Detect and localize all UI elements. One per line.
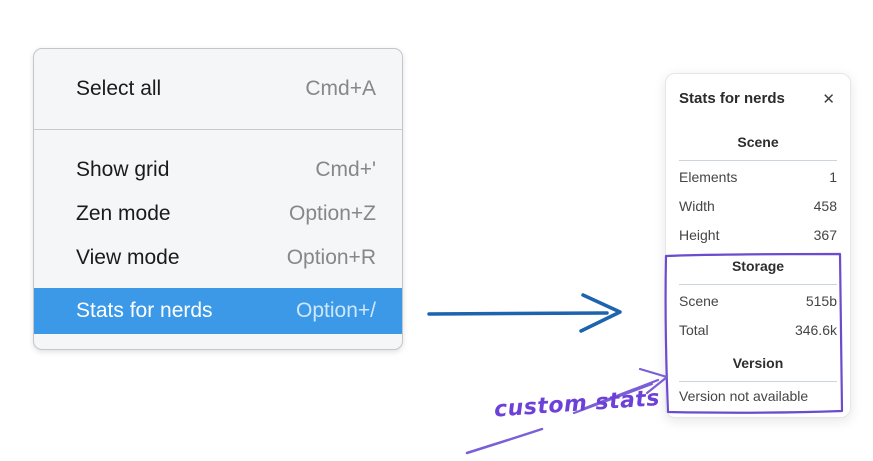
stat-row-width: Width 458 bbox=[679, 192, 837, 221]
stat-label: Width bbox=[679, 198, 715, 214]
stat-value: 346.6k bbox=[794, 322, 837, 338]
menu-item-shortcut: Cmd+A bbox=[305, 77, 376, 100]
stat-value: 515b bbox=[805, 293, 837, 309]
menu-item-shortcut: Option+R bbox=[286, 246, 376, 269]
menu-item-view-mode[interactable]: View mode Option+R bbox=[34, 236, 402, 280]
panel-title: Stats for nerds bbox=[679, 90, 785, 107]
version-note: Version not available bbox=[679, 388, 809, 404]
annotation-underline bbox=[465, 427, 544, 455]
menu-item-zen-mode[interactable]: Zen mode Option+Z bbox=[34, 192, 402, 236]
stats-panel: Stats for nerds ✕ Scene Elements 1 Width… bbox=[665, 73, 851, 418]
menu-item-shortcut: Option+/ bbox=[296, 299, 376, 322]
stat-row-elements: Elements 1 bbox=[679, 163, 837, 192]
menu-item-stats-for-nerds[interactable]: Stats for nerds Option+/ bbox=[34, 288, 402, 334]
close-icon[interactable]: ✕ bbox=[822, 90, 835, 108]
menu-divider bbox=[34, 129, 402, 130]
menu-item-label: Select all bbox=[76, 77, 162, 100]
flow-arrow-head bbox=[579, 293, 622, 333]
stat-value: 367 bbox=[813, 227, 837, 243]
stat-label: Scene bbox=[679, 293, 719, 309]
menu-item-show-grid[interactable]: Show grid Cmd+' bbox=[34, 148, 402, 192]
context-menu: Select all Cmd+A Show grid Cmd+' Zen mod… bbox=[33, 48, 403, 350]
menu-item-label: Stats for nerds bbox=[76, 299, 213, 322]
menu-item-label: Show grid bbox=[76, 158, 170, 181]
section-title-scene: Scene bbox=[737, 134, 779, 150]
menu-item-label: View mode bbox=[76, 246, 180, 269]
flow-arrow-shaft bbox=[427, 311, 609, 316]
section-rule bbox=[679, 160, 837, 161]
stat-label: Total bbox=[679, 322, 709, 338]
stat-value: 458 bbox=[813, 198, 837, 214]
stat-row-total-storage: Total 346.6k bbox=[679, 316, 837, 345]
annotation-label: custom stats bbox=[493, 386, 661, 423]
menu-item-shortcut: Cmd+' bbox=[315, 158, 376, 181]
stat-label: Height bbox=[679, 227, 720, 243]
section-title-storage: Storage bbox=[731, 258, 785, 274]
stat-row-scene-storage: Scene 515b bbox=[679, 287, 837, 316]
section-title-version: Version bbox=[732, 355, 784, 371]
stat-label: Elements bbox=[679, 169, 738, 185]
section-rule bbox=[679, 381, 837, 382]
menu-item-shortcut: Option+Z bbox=[289, 202, 376, 225]
stat-row-height: Height 367 bbox=[679, 221, 837, 250]
menu-item-label: Zen mode bbox=[76, 202, 171, 225]
stat-value: 1 bbox=[829, 169, 837, 185]
menu-item-select-all[interactable]: Select all Cmd+A bbox=[34, 67, 402, 111]
section-rule bbox=[679, 284, 837, 285]
stats-panel-header: Stats for nerds ✕ bbox=[679, 88, 837, 110]
